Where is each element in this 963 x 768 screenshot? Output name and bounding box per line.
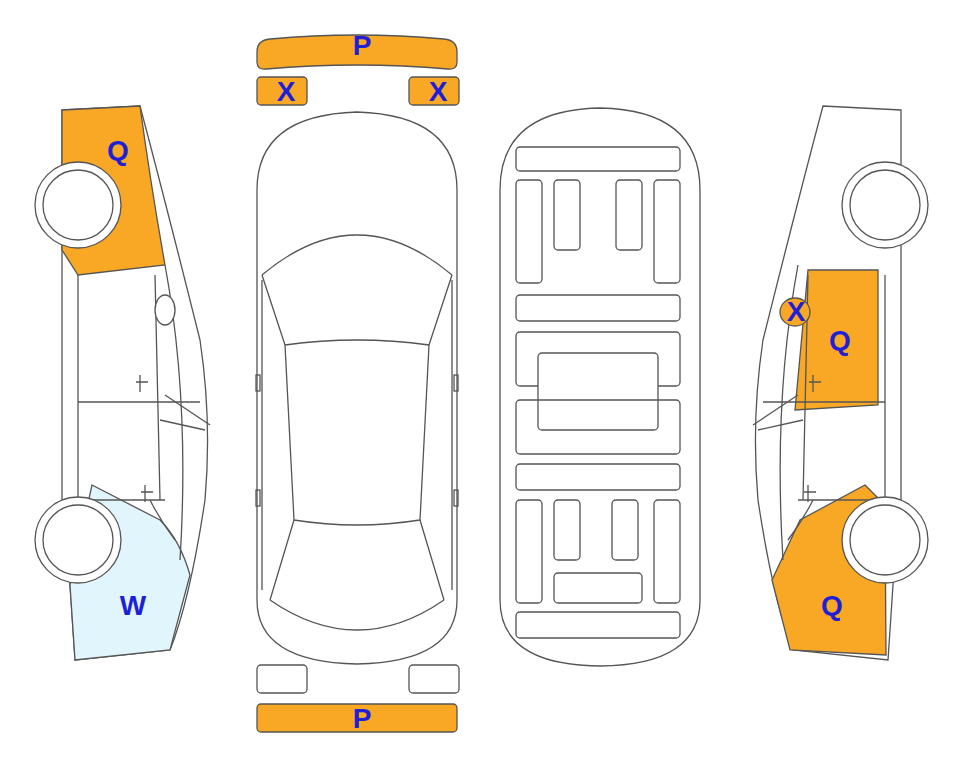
damage-code: X [787,298,806,326]
damage-code: Q [821,592,843,620]
damage-code: W [120,592,146,620]
damage-code: X [429,78,448,106]
damage-code: P [353,705,372,733]
damage-code: Q [107,137,129,165]
damage-code: P [353,32,372,60]
damage-code: X [277,78,296,106]
damage-code: Q [829,327,851,355]
